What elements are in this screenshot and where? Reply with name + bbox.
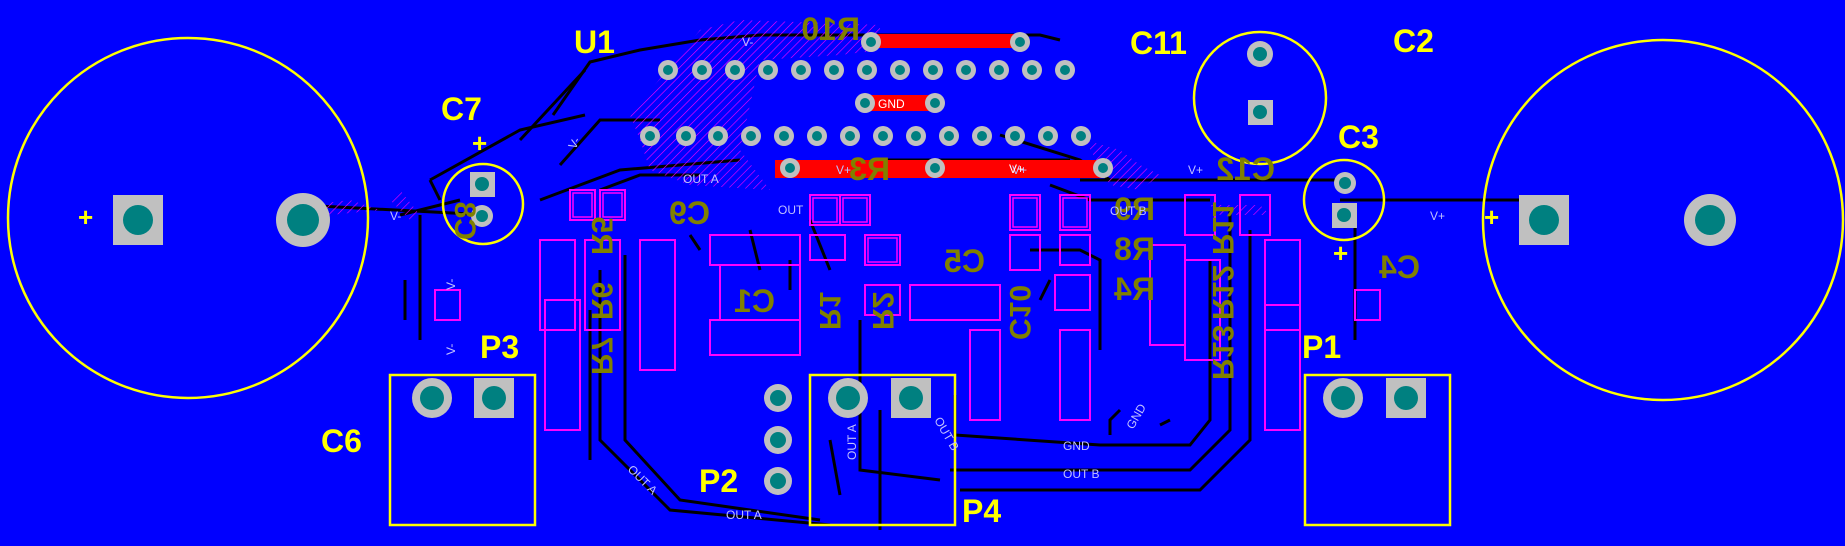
designator-c11: C11	[1130, 25, 1187, 61]
net-label-vplus-4: V+	[1188, 163, 1203, 177]
designator-r9: R9	[1114, 191, 1155, 227]
net-label-out-b-1: OUT B	[1110, 204, 1146, 218]
designator-c8: C8	[448, 202, 481, 240]
net-label-vminus-5: V-	[565, 135, 583, 152]
net-label-gnd-3: GND	[1123, 401, 1149, 431]
designator-c7: C7	[441, 91, 482, 127]
designator-r6: R6	[585, 282, 618, 320]
designator-p3: P3	[480, 329, 519, 365]
designator-p4: P4	[962, 493, 1001, 529]
designator-r8: R8	[1114, 231, 1155, 267]
net-label-gnd-1: GND	[1063, 439, 1090, 453]
net-label-out: OUT	[778, 203, 804, 217]
plus-mark-c7: +	[472, 128, 487, 158]
u1-pads-bottom-row	[640, 126, 1091, 146]
through-hole-pads	[113, 32, 1736, 495]
net-label-vplus-1: V+	[1430, 209, 1445, 223]
net-label-vplus-3: V+	[836, 163, 851, 177]
designator-c12: C12	[1216, 151, 1275, 187]
designator-c4: C4	[1379, 249, 1420, 285]
designator-c3: C3	[1338, 119, 1379, 155]
net-label-vminus-3: V-	[444, 279, 458, 290]
designator-r3: R3	[849, 151, 890, 187]
plus-mark-c6: +	[78, 202, 93, 232]
designator-r2: R2	[866, 292, 899, 330]
designator-r1: R1	[813, 292, 846, 330]
net-label-out-b-2: OUT B	[1063, 467, 1099, 481]
net-label-out-a-4: OUT A	[845, 424, 859, 460]
net-label-out-a-3: OUT A	[625, 462, 660, 497]
designator-r13: R13	[1206, 325, 1239, 380]
designator-r12: R12	[1206, 265, 1239, 320]
net-label-vminus-2: V-	[742, 35, 753, 49]
u1-pads-top-row	[658, 60, 1075, 80]
designator-c2: C2	[1393, 23, 1434, 59]
designator-r4: R4	[1114, 271, 1155, 307]
designator-p2: P2	[699, 463, 738, 499]
net-label-vminus-4: V-	[444, 344, 458, 355]
hatched-areas	[310, 20, 1270, 220]
designator-u1: U1	[574, 24, 615, 60]
smd-pads	[572, 192, 1088, 263]
designator-r7: R7	[585, 337, 618, 375]
designator-c6: C6	[321, 423, 362, 459]
plus-mark-c2: +	[1484, 202, 1499, 232]
designator-c10: C10	[1003, 285, 1036, 340]
designator-c5: C5	[944, 243, 985, 279]
silkscreen-outlines	[6, 30, 1845, 527]
net-label-vminus-1: V-	[390, 209, 401, 223]
net-label-vplus-5: V+	[1009, 162, 1024, 176]
designator-r5: R5	[585, 217, 618, 255]
plus-mark-c3: +	[1333, 238, 1348, 268]
designator-c1: C1	[734, 283, 775, 319]
designator-c9: C9	[669, 195, 710, 231]
smd-footprints	[434, 189, 1381, 431]
designator-r11: R11	[1206, 202, 1239, 255]
net-label-gnd-2: GND	[878, 97, 905, 111]
net-label-out-a-2: OUT A	[726, 508, 762, 522]
designator-r10: R10	[801, 11, 860, 47]
net-label-vplus-2: V+	[1012, 163, 1027, 177]
net-label-out-a-1: OUT A	[683, 172, 719, 186]
designator-p1: P1	[1302, 329, 1341, 365]
